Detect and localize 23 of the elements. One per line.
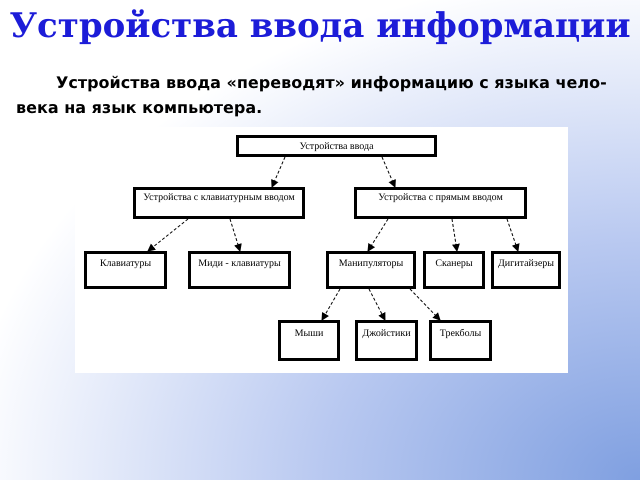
category-box: Дигитайзеры [491, 251, 561, 289]
arrow [271, 156, 286, 188]
category-box: Трекболы [429, 320, 492, 361]
category-box: Миди - клавиатуры [188, 251, 291, 289]
category-box: Устройства с клавиатурным вводом [133, 187, 305, 219]
title: Устройства ввода информации [8, 6, 632, 46]
arrow [147, 218, 188, 252]
category-box: Джойстики [355, 320, 418, 361]
arrow [410, 288, 441, 321]
category-box: Мыши [278, 320, 340, 361]
arrow [382, 156, 396, 188]
arrow [368, 288, 386, 321]
arrow [230, 218, 242, 252]
category-box: Устройства ввода [236, 135, 437, 157]
arrow [322, 288, 340, 321]
description-text: Устройства ввода «переводят» информацию с языка чело-века на язык компьютера. [16, 72, 608, 119]
category-box: Устройства с прямым вводом [354, 187, 527, 219]
arrow [452, 218, 460, 252]
arrow [367, 218, 388, 252]
category-box: Клавиатуры [84, 251, 167, 289]
category-box: Манипуляторы [326, 251, 416, 289]
arrow [506, 218, 520, 252]
category-box: Сканеры [423, 251, 485, 289]
